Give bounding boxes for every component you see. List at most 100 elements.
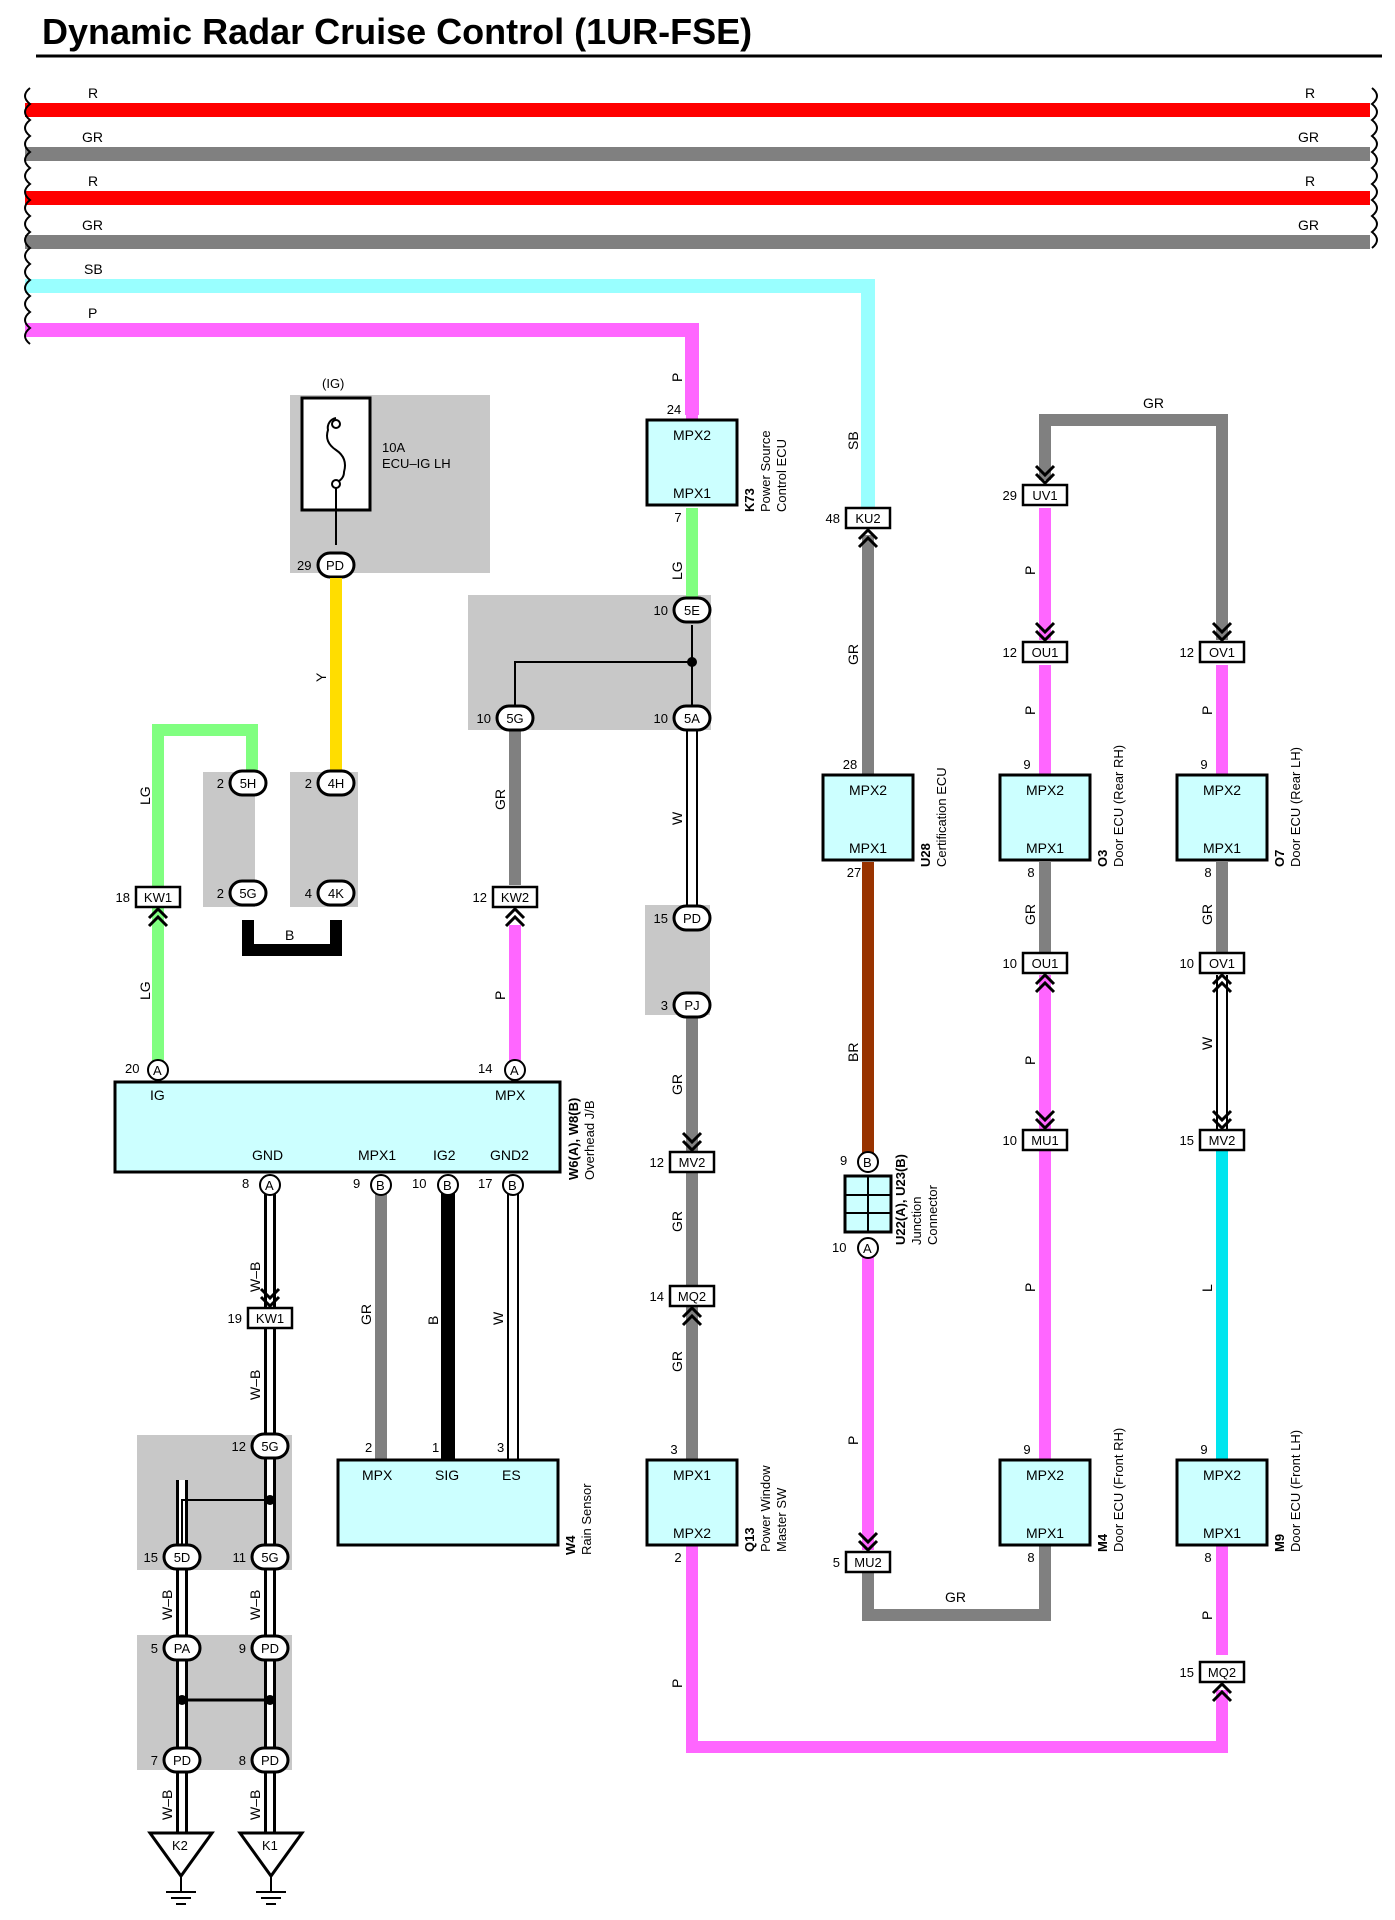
ou1a-chevron-icon [1034,621,1056,635]
mq2b-pin: 15 [1180,1665,1194,1680]
wire-label-w1: W [669,811,685,825]
wire-label-wb4: W–B [247,1590,263,1620]
m9-id: M9 [1272,1534,1287,1552]
ground-k2-label: K2 [172,1838,188,1853]
bus-label-gr1-right: GR [1298,129,1319,145]
cpd4-pin: 8 [239,1753,246,1768]
c5e-name: 5E [684,603,700,618]
wire-label-gr7: GR [1143,395,1164,411]
mv2b-name: MV2 [679,1155,706,1170]
ov1a-pin: 12 [1180,645,1194,660]
junction-dot-3 [265,1695,275,1705]
m4-box [998,1458,1092,1547]
bus-break-right [1370,87,1378,249]
wire-label-l: L [1199,1284,1215,1292]
jb-pin-17-letter: B [508,1178,517,1193]
junction-id: U22(A), U23(B) [893,1154,908,1245]
cpa-name: PA [174,1641,191,1656]
jb-label-gnd: GND [252,1147,283,1163]
m9-pin-bottom: 8 [1204,1550,1211,1565]
wire-label-w2: W [1199,1036,1215,1050]
m9-pin-top: 9 [1200,1442,1207,1457]
mv2a-chevron-icon [1211,1117,1233,1131]
c5g4-pin: 11 [233,1550,247,1565]
mq2b-name: MQ2 [1208,1665,1236,1680]
wire-label-p7: P [1022,1283,1038,1292]
ov1b-name: OV1 [1209,956,1235,971]
rain-sensor: MPX SIG ES 2 1 3 W4 Rain Sensor [336,1440,594,1555]
junction-pin-9-letter: B [863,1155,872,1170]
o7-desc1: Door ECU (Rear LH) [1288,747,1303,867]
m4-bottom-label: MPX1 [1026,1525,1064,1541]
ov1b-pin: 10 [1180,956,1194,971]
jb-pin-14: 14 [478,1061,492,1076]
mv2b-chevron-icon [681,1131,703,1145]
jb-pin-cpd2: PD9 [239,1634,290,1662]
ground-k1-triangle [237,1831,305,1879]
junction-desc2: Connector [925,1184,940,1245]
q13-bottom-label: MPX2 [673,1525,711,1541]
wire-label-wb6: W–B [247,1790,263,1820]
u28-id: U28 [918,843,933,867]
c5a-pin: 10 [654,711,668,726]
mq2a-name: MQ2 [678,1289,706,1304]
q13-top-label: MPX1 [673,1467,711,1483]
wire-label-p-k73: P [669,373,685,382]
mu2-chevron-icon [857,1531,879,1545]
junction-pin-10: 10 [832,1240,846,1255]
mv2a-name: MV2 [1209,1133,1236,1148]
mv2b-pin: 12 [650,1155,664,1170]
junction-desc1: Junction [909,1197,924,1245]
wire-label-y: Y [313,672,329,682]
wire-label-wb5: W–B [159,1790,175,1820]
jb-pin-cpd4: PD8 [239,1746,290,1774]
o3-pin-top: 9 [1023,757,1030,772]
mu1-name: MU1 [1031,1133,1058,1148]
c5g2-pill [228,879,268,907]
wire-junction-5e-5g [514,661,692,710]
wire-label-b2: B [425,1316,441,1325]
u28-pin-bottom: 27 [847,865,861,880]
bus-label-r2-left: R [88,173,98,189]
wire-label-gr5: GR [845,644,861,665]
mq2a-chevron-icon [681,1313,703,1327]
wire-label-gr4: GR [669,1351,685,1372]
cpd2-name: PD [261,1641,279,1656]
kw2-pin: 12 [473,890,487,905]
mq2b-chevron-icon [1211,1681,1233,1695]
connector-ov1b: OV1 10 [1180,951,1246,994]
cpa-pin: 5 [151,1641,158,1656]
overhead-jb: IG MPX GND MPX1 IG2 GND2 W6(A), W8(B) Ov… [113,1059,597,1196]
jb-pin-cpd3: PD7 [151,1746,202,1774]
m9-bottom-label: MPX1 [1203,1525,1241,1541]
wire-label-gr6: GR [945,1589,966,1605]
c4k-name: 4K [328,886,344,901]
m4-top-label: MPX2 [1026,1467,1064,1483]
connector-mv2b: MV2 12 [650,1131,716,1174]
fuse-pin-number: 29 [297,558,311,573]
cpa-pill [162,1634,202,1662]
wire-label-gr2: GR [669,1074,685,1095]
u28-desc1: Certification ECU [934,767,949,867]
c5h-pin: 2 [217,776,224,791]
k73-pin-top: 24 [667,402,681,417]
c5d-name: 5D [174,1550,191,1565]
c5g3-name: 5G [261,1439,278,1454]
ou1a-chevron-icon [1034,629,1056,643]
bus-label-gr2-left: GR [82,217,103,233]
bus-label-gr1-left: GR [82,129,103,145]
cpj-name: PJ [684,998,699,1013]
